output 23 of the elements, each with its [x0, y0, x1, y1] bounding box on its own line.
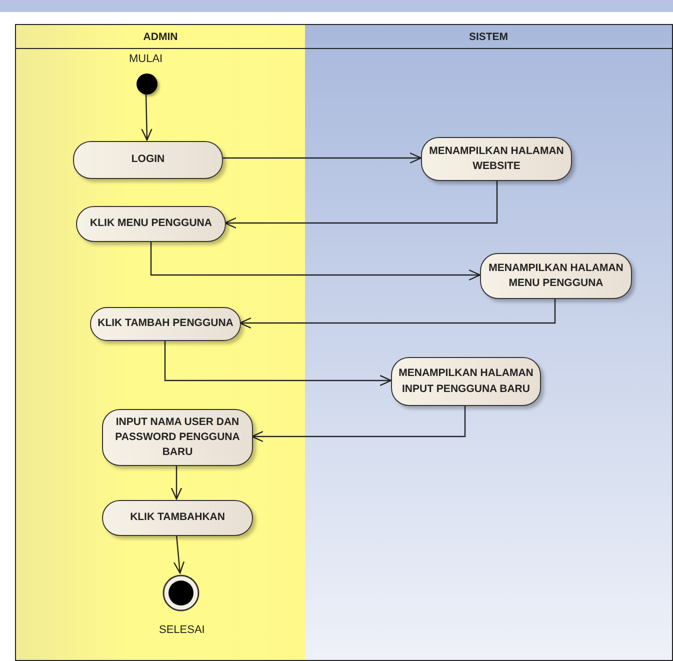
swimlane — [305, 24, 673, 661]
arrow — [164, 340, 392, 386]
arrow — [141, 94, 152, 141]
arrow — [239, 298, 556, 329]
arrow — [224, 180, 498, 229]
activity-box: MENAMPILKAN HALAMAN WEBSITE — [421, 137, 572, 181]
arrow — [170, 465, 182, 500]
arrow — [222, 152, 422, 164]
activity-box: INPUT NAMA USER DAN PASSWORD PENGGUNA BARU — [102, 409, 253, 466]
activity-box: MENAMPILKAN HALAMAN MENU PENGGUNA — [480, 253, 632, 299]
activity-box: KLIK MENU PENGGUNA — [76, 206, 226, 242]
arrow — [150, 241, 481, 281]
activity-box: LOGIN — [73, 141, 223, 179]
node-caption: SELESAI — [159, 624, 205, 636]
activity-box: MENAMPILKAN HALAMAN INPUT PENGGUNA BARU — [391, 357, 541, 406]
arrow — [173, 534, 185, 574]
activity-box: KLIK TAMBAHKAN — [102, 500, 253, 536]
swimlane — [15, 24, 306, 661]
activity-box: KLIK TAMBAH PENGGUNA — [90, 307, 241, 341]
lane-heading: ADMIN — [16, 25, 305, 49]
arrow — [251, 405, 466, 442]
node-caption: MULAI — [129, 53, 163, 65]
lane-heading: SISTEM — [305, 25, 672, 49]
